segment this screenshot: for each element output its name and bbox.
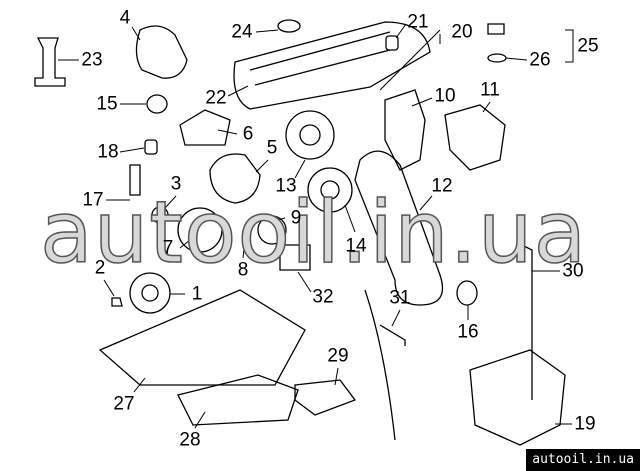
callout-7: 7 [162,237,174,259]
callout-20: 20 [451,21,473,43]
water-pump-part [209,153,261,204]
dipstick-tube-part [364,289,396,441]
callout-5: 5 [266,137,278,159]
callout-24: 24 [231,21,253,43]
valve-cover-part [233,21,431,110]
oil-pump-part [469,349,566,446]
pulley-part [146,94,168,114]
crank-pulley-part [129,272,171,314]
idler-pulley-part [456,280,478,306]
callout-21: 21 [407,11,429,33]
callout-11: 11 [480,79,500,101]
callout-14: 14 [345,235,367,257]
sensor-body-part [129,164,141,196]
callout-29: 29 [327,345,349,367]
callout-32: 32 [312,286,334,308]
crank-pulley-hub [141,284,159,302]
callout-28: 28 [179,429,201,451]
callout-18: 18 [97,141,119,163]
callout-16: 16 [457,321,479,343]
callout-26: 26 [529,49,551,71]
valve-cover-ribs [249,31,391,86]
camshaft-gear-part [285,110,335,160]
leader-lines [58,23,574,429]
callout-31: 31 [389,287,411,309]
bracket-part [179,109,231,146]
lower-oil-pan-part [177,374,299,426]
dipstick-tube-bracket [379,324,406,346]
callout-27: 27 [113,393,135,415]
site-badge: autooil.in.ua [526,449,640,471]
callout-12: 12 [431,175,453,197]
callout-2: 2 [94,257,106,279]
oil-cap-part [487,23,505,35]
oil-filler-tube-part [34,37,66,87]
callout-1: 1 [191,283,203,305]
callout-13: 13 [275,175,297,197]
callout-8: 8 [237,259,249,281]
watermark: autooil.in.ua [39,183,588,283]
callout-15: 15 [96,93,118,115]
idler-gear-hub [320,180,340,200]
callout-9: 9 [290,207,302,229]
sensor-part [144,139,158,155]
cap-gasket-part [487,53,507,63]
callout-4: 4 [119,7,131,29]
grommet-part [385,35,399,51]
rear-plate-part [444,104,506,171]
tensioner-part [177,207,223,253]
callout-25: 25 [577,35,599,57]
callout-23: 23 [81,49,103,71]
bolt-part [111,297,123,307]
tensioner-bolt-part [151,206,169,224]
seal-part [277,19,301,33]
timing-cover-part [135,25,188,79]
upper-oil-pan-part [98,289,306,386]
callout-3: 3 [170,173,182,195]
callout-30: 30 [562,260,584,282]
dipstick-part [521,244,533,400]
oil-filter-part [279,244,311,271]
timing-belt-part [354,150,444,306]
baffle-part [294,379,357,416]
timing-plate-part [384,89,426,171]
callout-22: 22 [205,87,227,109]
camshaft-gear-hub [299,124,321,146]
callout-19: 19 [574,413,596,435]
seal-ring-part [257,215,287,245]
callout-6: 6 [242,123,254,145]
idler-gear-part [307,167,353,213]
callout-17: 17 [82,189,104,211]
callout-10: 10 [434,85,456,107]
